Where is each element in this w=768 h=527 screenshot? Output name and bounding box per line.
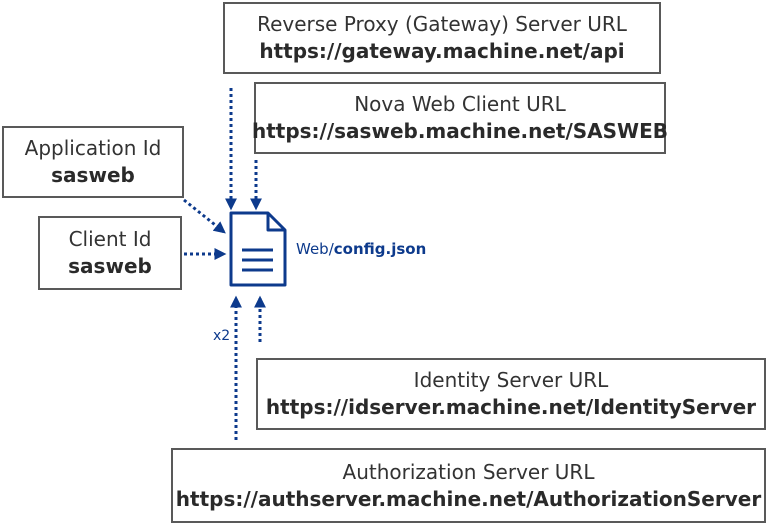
web-client-url-box: Nova Web Client URL https://sasweb.machi… <box>251 82 669 154</box>
client-id-value: sasweb <box>68 254 152 278</box>
client-id-box: Client Id sasweb <box>38 216 182 290</box>
config-file-folder: Web/ <box>296 240 334 258</box>
application-id-title: Application Id <box>24 136 162 160</box>
application-id-box: Application Id sasweb <box>2 126 184 198</box>
web-client-url-value: https://sasweb.machine.net/SASWEB <box>251 119 669 143</box>
web-client-url-title: Nova Web Client URL <box>354 92 566 116</box>
client-id-title: Client Id <box>68 227 152 251</box>
application-id-arrow <box>183 198 226 234</box>
authorization-url-title: Authorization Server URL <box>342 459 595 484</box>
config-file-label: Web/config.json <box>296 240 426 258</box>
identity-url-box: Identity Server URL https://idserver.mac… <box>256 358 766 430</box>
document-icon <box>229 211 287 287</box>
authorization-url-box: Authorization Server URL https://authser… <box>171 448 766 523</box>
gateway-url-box: Reverse Proxy (Gateway) Server URL https… <box>223 2 661 74</box>
multiplier-label: x2 <box>213 328 231 344</box>
application-id-value: sasweb <box>51 163 135 187</box>
identity-url-title: Identity Server URL <box>413 368 609 392</box>
gateway-url-value: https://gateway.machine.net/api <box>259 39 625 63</box>
identity-url-value: https://idserver.machine.net/IdentitySer… <box>265 395 757 419</box>
authorization-url-value: https://authserver.machine.net/Authoriza… <box>175 486 762 511</box>
gateway-url-title: Reverse Proxy (Gateway) Server URL <box>257 12 627 36</box>
config-file-name: config.json <box>333 240 427 258</box>
